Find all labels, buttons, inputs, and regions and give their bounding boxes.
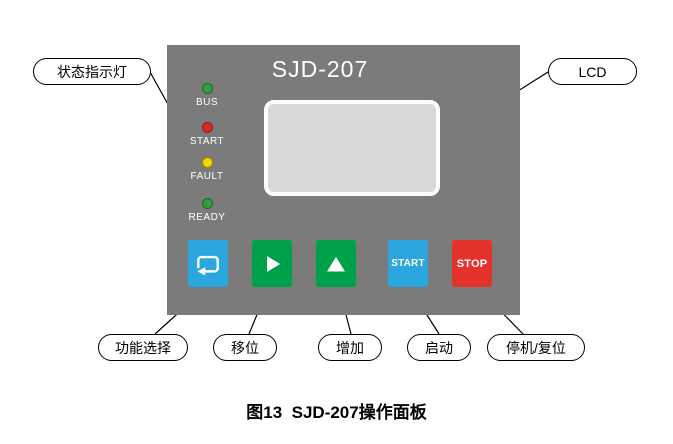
callout-shift: 移位 — [213, 334, 277, 361]
loop-arrow-icon — [197, 255, 219, 276]
bus-led-light — [201, 83, 213, 94]
led-indicator-fault: FAULT — [179, 157, 235, 182]
callout-function-select: 功能选择 — [98, 334, 188, 361]
fault-led-light — [201, 157, 213, 168]
ready-led-label: READY — [188, 212, 226, 223]
led-indicator-bus: BUS — [179, 83, 235, 108]
control-panel: SJD-207 BUS START FAULT READY — [167, 45, 520, 315]
callout-lcd: LCD — [548, 58, 637, 85]
start-led-label: START — [189, 136, 225, 147]
bus-led-label: BUS — [195, 97, 219, 108]
callout-increase: 增加 — [318, 334, 382, 361]
up-triangle-icon — [327, 256, 345, 271]
callout-stop: 停机/复位 — [487, 334, 585, 361]
start-button[interactable]: START — [388, 240, 428, 287]
panel-title: SJD-207 — [271, 56, 369, 82]
figure-caption: 图13 SJD-207操作面板 — [246, 403, 427, 422]
callout-status-leds: 状态指示灯 — [33, 58, 151, 85]
led-indicator-ready: READY — [179, 198, 235, 223]
lcd-screen — [264, 100, 440, 196]
right-triangle-icon — [267, 255, 280, 272]
stop-button[interactable]: STOP — [452, 240, 492, 287]
fault-led-label: FAULT — [190, 171, 224, 182]
shift-button[interactable] — [252, 240, 292, 287]
function-select-button[interactable] — [188, 240, 228, 287]
start-led-light — [201, 122, 213, 133]
ready-led-light — [201, 198, 213, 209]
callout-start: 启动 — [407, 334, 471, 361]
led-indicator-start: START — [179, 122, 235, 147]
increase-button[interactable] — [316, 240, 356, 287]
